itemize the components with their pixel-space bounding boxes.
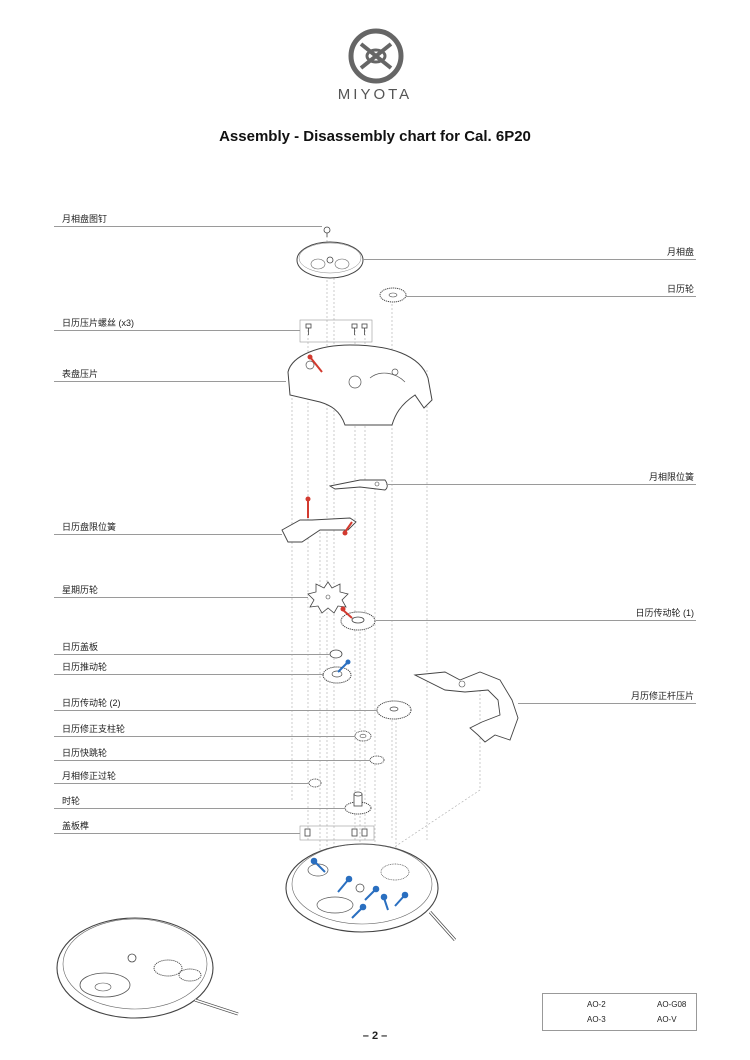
part-label-left: 星期历轮 [62,585,99,595]
calendar-pushing-wheel [322,659,352,684]
week-star-wheel [307,581,349,614]
gear-icon [354,730,372,742]
leader-line [518,703,696,704]
gear-icon [379,287,407,303]
calendar-cover-plate [329,649,343,659]
part-label-left: 表盘压片 [62,369,99,379]
part-label-left: 日历修正支柱轮 [62,724,126,734]
moon-phase-pin [323,226,331,237]
page-title: Assembly - Disassembly chart for Cal. 6P… [219,128,531,145]
brand-name: MIYOTA [337,86,413,103]
leader-line [54,597,308,598]
movement-icon [285,843,457,941]
page-number: – 2 – [362,1030,388,1042]
assembled-movement [56,917,239,1019]
calendar-limit-spring [281,496,357,543]
leader-line [54,674,324,675]
part-label-left: 日历推动轮 [62,662,108,672]
leader-line [376,620,696,621]
part-label-left: 日历快跳轮 [62,748,108,758]
part-label-right: 月相盘 [666,247,694,257]
leader-line [54,760,370,761]
leader-line [386,484,696,485]
leader-line [54,808,345,809]
moon-phase-limit-spring [328,479,388,491]
leader-line [54,534,282,535]
leader-line [54,710,377,711]
miyota-logo-icon [348,28,404,84]
leader-line [54,654,330,655]
month-correction-plate [413,671,519,743]
legend-label: AO-G08 [657,1000,687,1009]
leader-line [54,833,300,834]
part-label-left: 日历盖板 [62,642,99,652]
part-label-left: 时轮 [62,796,81,806]
part-label-left: 月相盘图钉 [62,214,108,224]
part-label-left: 日历传动轮 (2) [62,698,121,708]
projection-lines [291,232,481,880]
leader-line [54,736,355,737]
leader-line [406,296,696,297]
legend-label: AO-V [657,1015,677,1024]
gear-icon [369,755,385,765]
cover-plate-pins [299,825,375,841]
screw-icon [299,319,373,343]
part-label-left: 月相修正过轮 [62,771,117,781]
leader-line [54,226,322,227]
part-label-right: 月相限位簧 [648,472,694,482]
leader-line [54,381,286,382]
part-label-right: 月历修正杆压片 [630,691,694,701]
part-label-right: 日历传动轮 (1) [635,608,694,618]
moon-phase-disc [296,241,364,279]
lubricant-legend: AO-2 AO-G08 AO-3 AO-V [542,993,697,1031]
part-label-left: 日历盘限位簧 [62,522,117,532]
calendar-driving-wheel-2 [376,700,412,720]
leader-line [54,330,300,331]
part-label-right: 日历轮 [666,284,694,294]
hour-wheel [344,791,372,815]
leader-line [363,259,696,260]
gear-icon [308,778,322,788]
part-label-left: 日历压片螺丝 (x3) [62,318,135,328]
legend-label: AO-3 [587,1015,606,1024]
leader-line [54,783,309,784]
calendar-driving-wheel-1 [340,606,376,631]
dial-plate [287,344,433,426]
part-label-left: 盖板榫 [62,821,90,831]
legend-label: AO-2 [587,1000,606,1009]
